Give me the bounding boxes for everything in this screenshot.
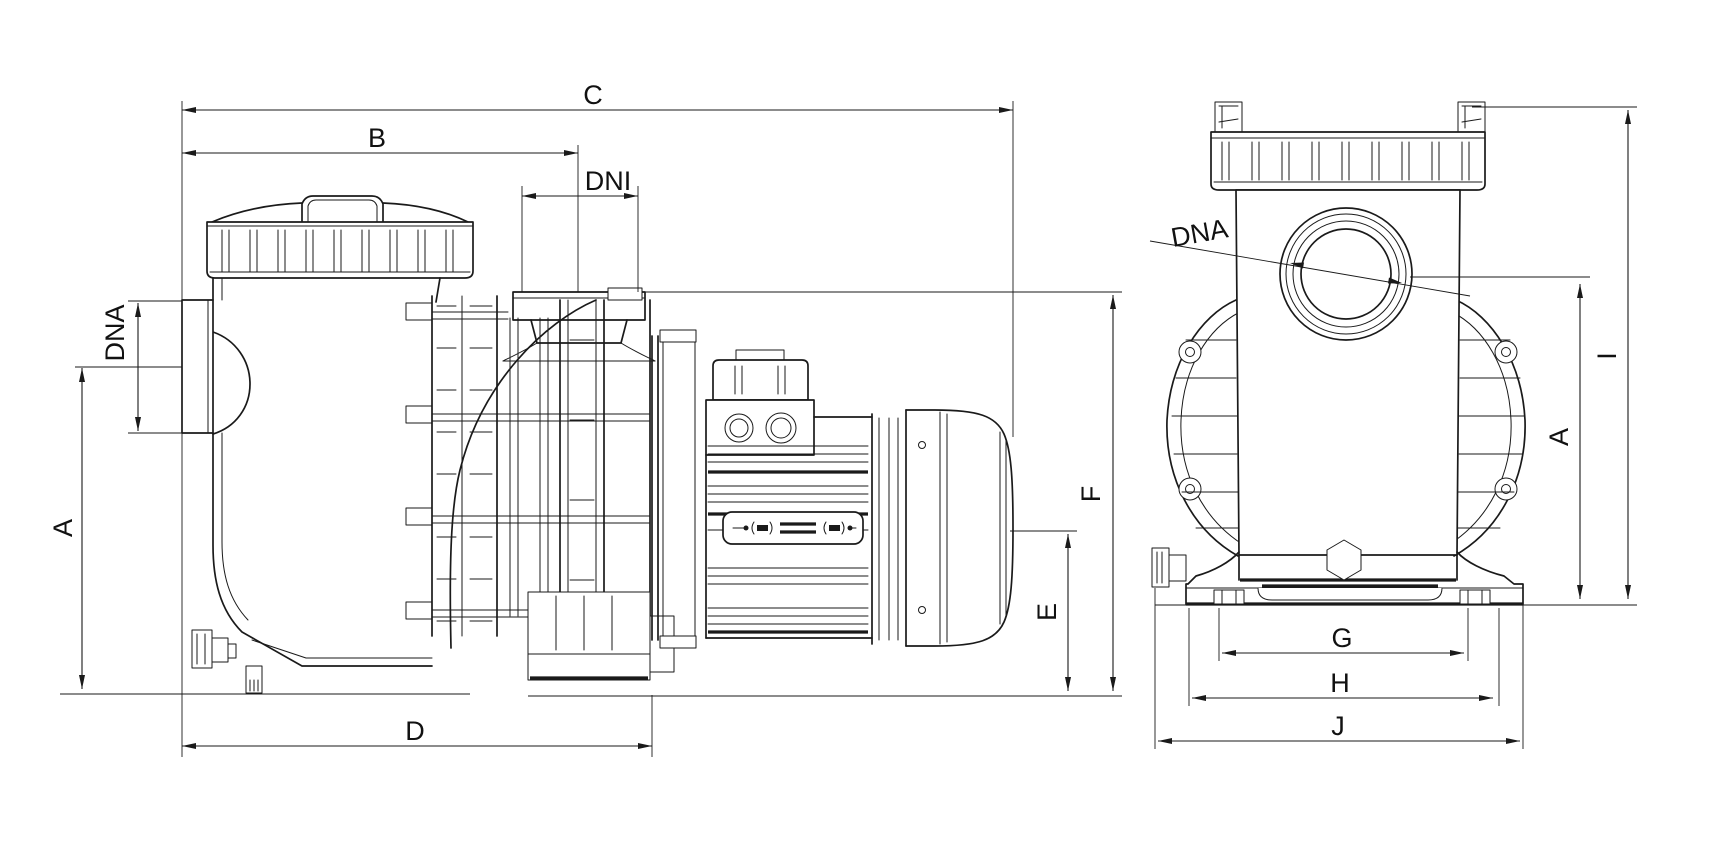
dimensions: C B DNI D A DNA E F A I G H <box>48 80 1637 757</box>
dim-label-a-right: A <box>1544 428 1574 446</box>
motor-body <box>705 416 873 639</box>
dim-label-h: H <box>1330 668 1350 698</box>
front-drain-plug <box>1151 547 1187 588</box>
lid-tabs <box>1214 101 1486 137</box>
motor-adapter <box>651 329 697 649</box>
strainer-lid <box>206 195 474 279</box>
pot-drain-plug <box>191 629 237 669</box>
front-view <box>1151 101 1526 606</box>
dim-label-dna-right: DNA <box>1169 213 1230 252</box>
dim-label-a-left: A <box>48 519 78 537</box>
hex-plug <box>1326 539 1362 581</box>
dim-label-d: D <box>405 716 425 746</box>
motor <box>651 329 1014 649</box>
dim-label-f: F <box>1076 486 1106 503</box>
motor-nameplate <box>722 511 864 545</box>
mounting-bracket-right <box>1449 299 1526 557</box>
side-view <box>181 195 1014 694</box>
front-lid <box>1210 131 1486 191</box>
fan-cover <box>905 409 1014 647</box>
dim-label-c: C <box>583 80 603 110</box>
motor-end-bell <box>871 409 926 647</box>
strainer-pot <box>212 277 441 694</box>
mounting-bracket-left <box>1166 299 1243 557</box>
dim-label-j: J <box>1331 711 1345 741</box>
dim-label-i: I <box>1592 352 1622 360</box>
inlet-port-opening <box>1279 207 1413 341</box>
suction-flange <box>181 299 214 434</box>
dim-label-g: G <box>1331 623 1352 653</box>
dim-label-dna-left: DNA <box>100 304 130 361</box>
seal-housing <box>527 591 675 681</box>
clamp-band <box>431 295 549 637</box>
dim-label-dni: DNI <box>585 166 632 196</box>
volute-casing <box>405 299 656 649</box>
dim-label-e: E <box>1032 603 1062 621</box>
dna-leader: DNA <box>1149 213 1471 297</box>
extension-lines <box>60 101 1637 757</box>
seal-plate <box>559 287 651 645</box>
terminal-box <box>705 349 815 456</box>
base-plate <box>1185 551 1524 606</box>
dim-label-b: B <box>368 123 386 153</box>
